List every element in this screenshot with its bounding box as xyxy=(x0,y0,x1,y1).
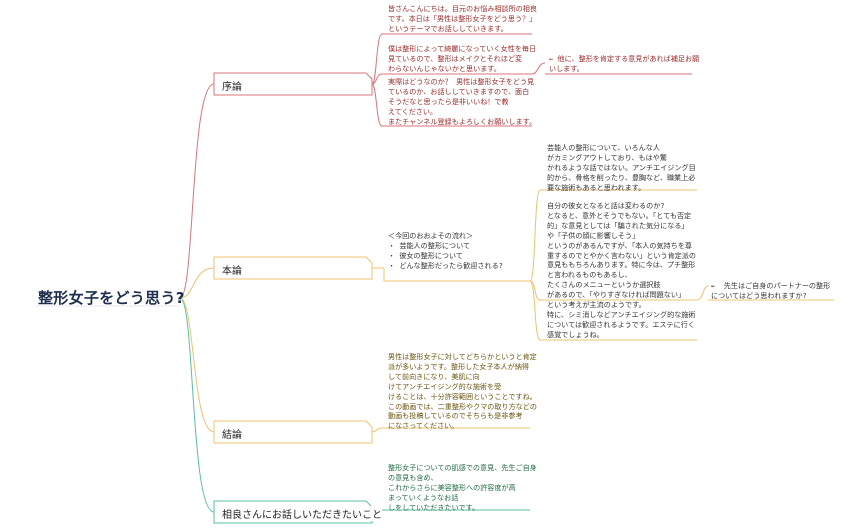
note-sagara[interactable]: 整形女子についての肌感での意見、先生ご自身 の意見も含め、 これからさらに美容整… xyxy=(388,463,537,512)
connector-root-sagara xyxy=(179,297,215,513)
side-note-honron[interactable]: ← 先生はご自身のパートナーの整形 についてはどう思われますか? xyxy=(711,281,831,300)
root-topic[interactable]: 整形女子をどう思う? xyxy=(38,289,185,307)
branch-box-ketsuron xyxy=(213,420,373,444)
branch-sagara[interactable]: 相良さんにお話しいただきたいこと xyxy=(222,506,382,521)
note-ketsuron[interactable]: 男性は整形女子に対してどちらかというと肯定 派が多いようです。整形した女子本人が… xyxy=(388,352,537,431)
note-joro-intro[interactable]: 皆さんこんにちは。目元のお悩み相談所の相良 です。本日は「男性は整形女子をどう思… xyxy=(388,4,537,33)
connector-root-joro xyxy=(179,83,215,299)
connector-root-honron xyxy=(179,267,215,299)
note-honron-antiaging[interactable]: 特に、シミ消しなどアンチエイジング的な施術 については歓迎されるようです。エステ… xyxy=(547,310,696,339)
note-honron-celebrity[interactable]: 芸能人の整形について、いろんな人 がカミングアウトしており、もはや驚 かれるよう… xyxy=(547,143,696,192)
note-joro-question[interactable]: 実際はどうなのか？ 男性は整形女子をどう見 ているのか、お話ししていきますので、… xyxy=(388,77,537,126)
branch-box-honron xyxy=(213,256,373,280)
note-honron-outline[interactable]: ＜今回のおおよその流れ＞ ・ 芸能人の整形について ・ 彼女の整形について ・ … xyxy=(388,231,503,270)
note-joro-opinion[interactable]: 僕は整形によって綺麗になっていく女性を毎日 見ているので、整形はメイクとそれほど… xyxy=(388,44,537,73)
branch-box-joro xyxy=(213,72,373,96)
branch-ketsuron[interactable]: 結論 xyxy=(222,426,242,441)
connector-root-ketsuron xyxy=(179,297,215,433)
side-note-joro[interactable]: ← 他に、整形を肯定する意見があれば補足お願 いします。 xyxy=(549,54,700,73)
note-honron-girlfriend[interactable]: 自分の彼女となると話は変わるのか? となると、意外とそうでもない。「とても否定 … xyxy=(547,201,696,310)
branch-joro[interactable]: 序論 xyxy=(222,78,242,93)
branch-honron[interactable]: 本論 xyxy=(222,262,242,277)
